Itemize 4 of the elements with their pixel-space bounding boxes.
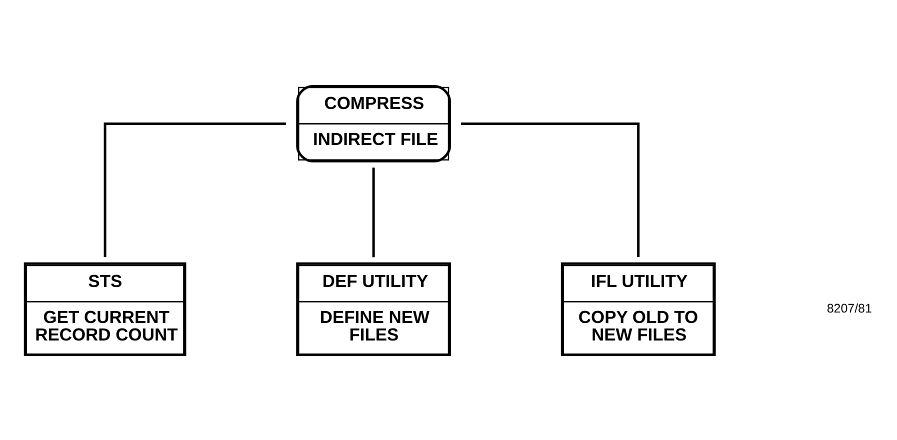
connector [372,167,375,257]
label: 8207/81 [826,300,872,315]
connector [461,122,640,257]
connector [104,122,286,257]
